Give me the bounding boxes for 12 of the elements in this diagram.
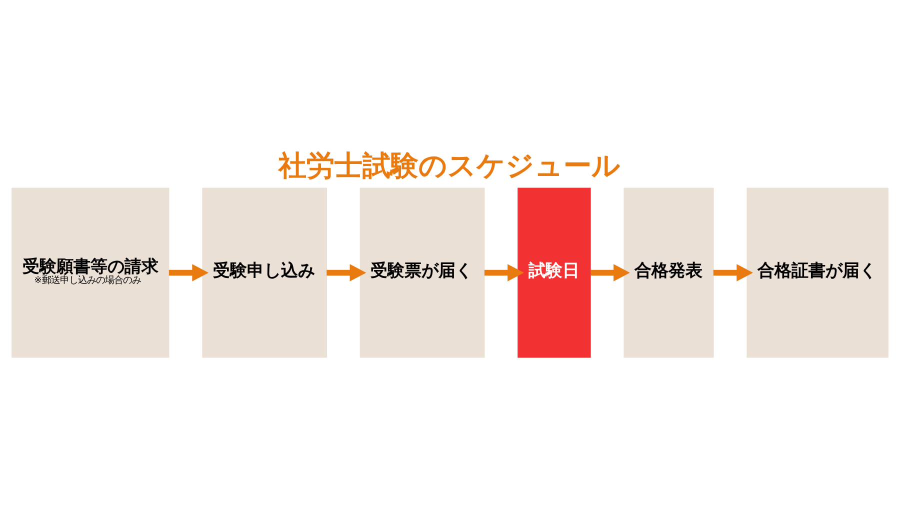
node-box: 合格発表	[624, 187, 714, 358]
arrow	[713, 264, 754, 281]
diagram-title: 社労士試験のスケジュール	[278, 148, 621, 182]
node-box: 合格証書が届く	[746, 187, 888, 358]
arrow	[590, 264, 630, 281]
arrow	[168, 264, 209, 281]
node-box: 受験申し込み	[202, 187, 328, 358]
node-box: 受験票が届く	[360, 187, 485, 358]
node-box: 試験日	[518, 187, 591, 358]
node-box: 受験願書等の請求 ※郵送申し込みの場合のみ	[12, 187, 170, 358]
arrow	[484, 264, 524, 281]
arrow	[326, 264, 366, 281]
